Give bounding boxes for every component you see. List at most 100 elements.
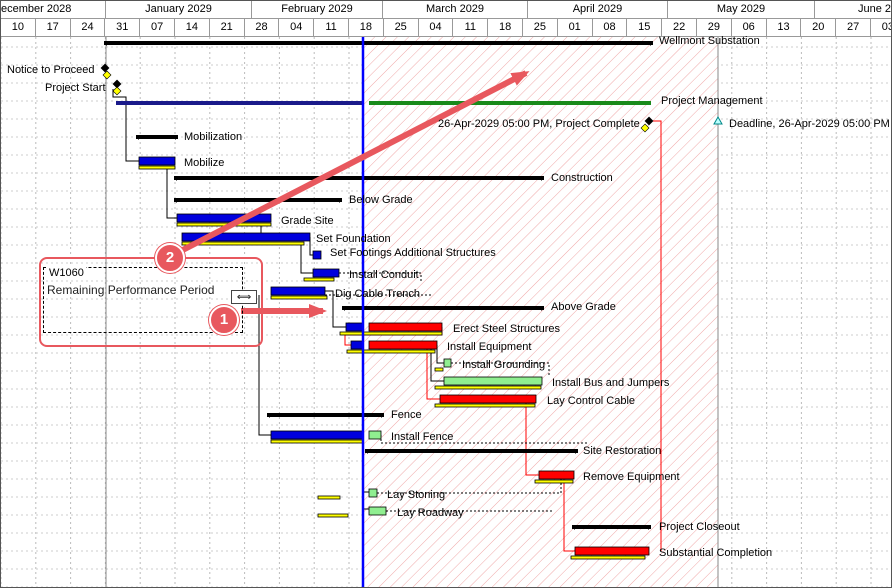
task-label-install-fence: Install Fence [391,431,454,443]
week-cell: 14 [175,19,210,36]
bar-erect-steel-remaining [368,322,443,332]
week-cell: 24 [71,19,106,36]
week-cell: 20 [801,19,837,36]
milestone-notice-baseline [102,70,112,80]
week-cell: 31 [105,19,141,36]
task-label-deadline-note: Deadline, 26-Apr-2029 05:00 PM [729,118,890,130]
link-cable-remove [525,403,539,476]
week-cell: 06 [732,19,767,36]
task-label-install-grounding: Install Grounding [462,359,546,371]
task-label-construction: Construction [551,172,613,184]
task-label-grade-site: Grade Site [281,215,334,227]
task-label-install-bus: Install Bus and Jumpers [552,377,670,389]
bar-grade-site [176,213,272,223]
task-label-project-complete-note: 26-Apr-2029 05:00 PM, Project Complete [438,118,640,130]
resize-horizontal-icon[interactable]: ⟺ [231,290,257,304]
task-label-lay-control-cable: Lay Control Cable [547,395,636,407]
link-equip-grounding [436,345,444,364]
bar-erect-steel-baseline [339,331,443,336]
bar-mobilize [138,156,176,166]
bar-install-bus [443,376,543,386]
bar-below-grade [174,198,342,202]
bar-substantial-completion-baseline [570,555,646,560]
gantt-chart[interactable] [1,37,892,588]
bar-construction [174,176,544,180]
bar-install-equipment-baseline [346,349,436,354]
task-label-lay-stoning: Lay Stoning [387,489,446,501]
week-cell: 07 [140,19,175,36]
bar-install-conduit-baseline [303,277,335,282]
task-label-install-equipment: Install Equipment [447,341,532,353]
bar-project-management-actual [116,101,363,105]
link-start-mobilize [112,89,139,162]
link-complete-pm [653,120,662,551]
week-cell: 10 [1,19,36,36]
month-apr-2029: April 2029 [528,1,668,18]
week-cell: 08 [593,19,628,36]
bar-mobilization [136,135,178,139]
month-dec-2028: ecember 2028 [1,1,106,18]
month-jun-2029: June 2 [857,3,891,15]
bar-install-equipment-remaining [368,340,438,350]
bar-install-equipment-actual [350,340,364,350]
task-label-fence: Fence [391,409,422,421]
callout-badge-2: 2 [155,243,185,273]
activity-name-label: Remaining Performance Period [47,283,215,297]
task-label-set-footings: Set Footings Additional Structures [330,247,496,259]
callout-2-arrow [171,70,530,258]
week-cell: 29 [697,19,732,36]
task-label-install-conduit: Install Conduit [349,269,419,281]
link-mobilize-grade [166,167,177,219]
bar-remove-equipment-baseline [534,479,574,484]
week-cell: 11 [453,19,489,36]
milestone-notice-to-proceed [100,63,110,73]
bar-lay-control-cable [439,394,537,404]
task-label-site-restoration: Site Restoration [583,445,662,457]
link-foundation-footings [309,237,313,256]
task-label-mobilization: Mobilization [184,131,243,143]
link-equip-cable [426,349,440,400]
bar-set-footings [312,250,322,260]
milestone-project-start-baseline [112,86,122,96]
month-jan-2029: January 2029 [106,1,252,18]
task-label-remove-equipment: Remove Equipment [583,471,680,483]
bar-install-bus-baseline [434,385,542,390]
bar-mobilization-end [136,135,178,140]
task-label-lay-roadway: Lay Roadway [397,507,464,519]
month-may-2029: May 2029 [668,1,815,18]
milestone-project-complete-baseline [640,123,650,133]
week-cell: 28 [245,19,280,36]
deadline-marker [713,115,723,125]
bar-lay-roadway [368,506,387,516]
week-cell: 18 [488,19,523,36]
bar-site-restoration [365,449,578,453]
week-cell: 04 [419,19,454,36]
bar-project-closeout [572,525,651,529]
link-grounding-bus [451,362,550,377]
month-mar-2029: March 2029 [383,1,528,18]
week-cell: 13 [767,19,802,36]
link-foundation-conduit [300,242,313,274]
bar-set-foundation-baseline [181,241,305,246]
month-feb-2029: February 2029 [252,1,383,18]
task-label-erect-steel: Erect Steel Structures [453,323,560,335]
task-label-set-foundation: Set Foundation [316,233,391,245]
bar-dig-cable-trench [270,286,326,296]
bar-install-fence-actual [270,430,364,440]
bar-lay-stoning-baseline [317,495,341,500]
bar-remove-equipment [538,470,575,480]
week-cell: 25 [523,19,558,36]
week-cell: 22 [662,19,697,36]
task-label-project-closeout: Project Closeout [659,521,740,533]
task-label-above-grade: Above Grade [551,301,616,313]
task-label-wellmont-substation: Wellmont Substation [659,35,760,47]
task-label-below-grade: Below Grade [349,194,413,206]
bar-set-foundation [181,232,311,242]
week-cell: 27 [836,19,871,36]
task-label-project-management: Project Management [661,95,763,107]
week-cell: 17 [36,19,71,36]
bar-install-grounding [443,358,452,368]
week-cell: 21 [210,19,245,36]
bar-project-management-remaining [369,101,651,105]
